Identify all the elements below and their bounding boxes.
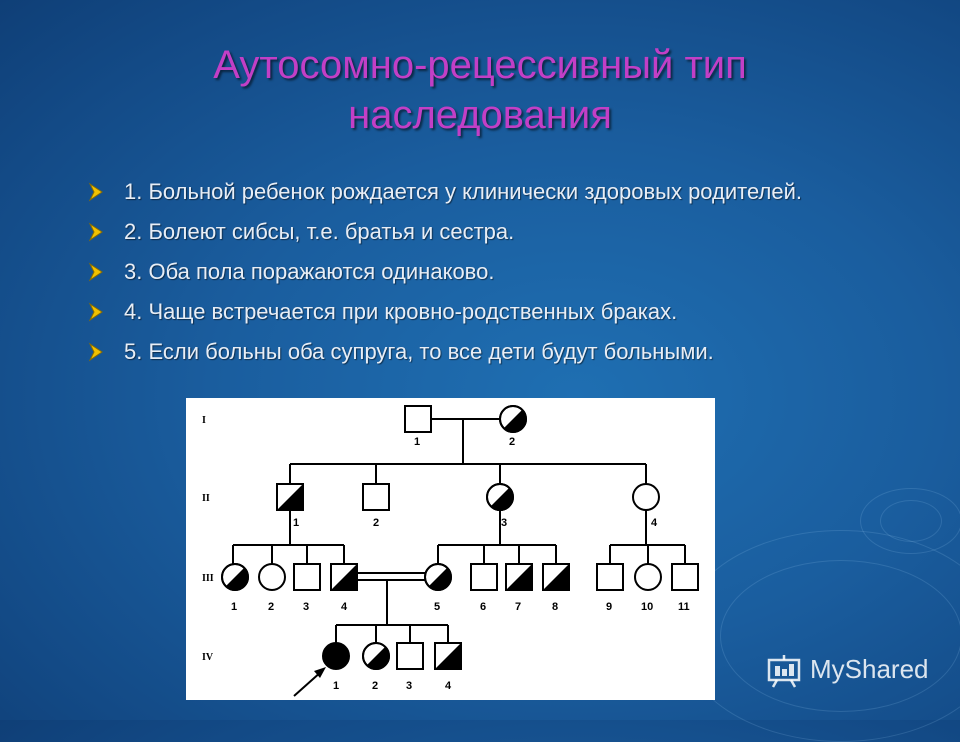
title-line-1: Аутосомно-рецессивный тип	[213, 43, 747, 87]
individual-number: 11	[678, 601, 690, 613]
bullet-item: 3. Оба пола поражаются одинаково.	[88, 256, 888, 288]
individual-IV-2: 2	[362, 642, 390, 692]
individual-II-1: 1	[276, 483, 304, 529]
individual-III-6: 6	[470, 563, 498, 613]
arrow-bullet-icon	[88, 342, 103, 362]
individual-II-3: 3	[486, 483, 514, 529]
individual-number: 1	[293, 517, 299, 529]
individual-number: 3	[406, 680, 412, 692]
title-line-2: наследования	[348, 93, 612, 137]
presentation-board-icon	[767, 655, 801, 688]
individual-number: 2	[268, 601, 274, 613]
pedigree-chart: I II III IV	[186, 398, 715, 700]
individual-number: 9	[606, 601, 612, 613]
individual-number: 2	[509, 436, 515, 448]
background-ripple	[680, 530, 960, 742]
individual-I-1: 1	[404, 405, 432, 448]
bullet-text: 4. Чаще встречается при кровно-родственн…	[124, 299, 678, 324]
generation-label-II: II	[202, 493, 210, 504]
individual-number: 7	[515, 601, 521, 613]
bullet-text: 1. Больной ребенок рождается у клиническ…	[124, 179, 802, 204]
individual-III-1: 1	[221, 563, 249, 613]
individual-number: 4	[651, 517, 658, 529]
watermark-text: MyShared	[810, 654, 929, 684]
arrow-bullet-icon	[88, 222, 103, 242]
individual-III-10: 10	[634, 563, 662, 613]
slide-title: Аутосомно-рецессивный тип наследования	[0, 40, 960, 140]
individual-III-8: 8	[542, 563, 570, 613]
arrow-bullet-icon	[88, 262, 103, 282]
individual-number: 10	[641, 601, 653, 613]
pedigree-lines	[232, 418, 686, 643]
individual-number: 3	[501, 517, 507, 529]
individual-IV-1: 1	[322, 642, 350, 692]
bullet-item: 5. Если больны оба супруга, то все дети …	[88, 336, 888, 368]
individual-III-11: 11	[671, 563, 699, 613]
individual-IV-3: 3	[396, 642, 424, 692]
individual-IV-4: 4	[434, 642, 462, 692]
individual-number: 3	[303, 601, 309, 613]
individual-I-2: 2	[499, 405, 527, 448]
individual-II-4: 4	[632, 483, 660, 529]
individual-III-2: 2	[258, 563, 286, 613]
bullet-item: 4. Чаще встречается при кровно-родственн…	[88, 296, 888, 328]
individual-number: 2	[372, 680, 378, 692]
individual-II-2: 2	[362, 483, 390, 529]
generation-label-I: I	[202, 415, 206, 426]
generation-label-IV: IV	[202, 652, 214, 663]
pedigree-svg: I II III IV	[202, 405, 699, 697]
generation-label-III: III	[202, 573, 214, 584]
individual-III-4: 4	[330, 563, 358, 613]
arrow-bullet-icon	[88, 182, 103, 202]
individual-number: 2	[373, 517, 379, 529]
individual-III-5: 5	[424, 563, 452, 613]
individual-number: 8	[552, 601, 558, 613]
individual-number: 1	[231, 601, 237, 613]
arrow-bullet-icon	[88, 302, 103, 322]
bullet-item: 1. Больной ребенок рождается у клиническ…	[88, 176, 888, 208]
individual-number: 1	[333, 680, 339, 692]
individual-number: 4	[341, 601, 348, 613]
individual-III-3: 3	[293, 563, 321, 613]
proband-arrow-icon	[293, 667, 326, 697]
individual-number: 4	[445, 680, 452, 692]
bullet-text: 2. Болеют сибсы, т.е. братья и сестра.	[124, 219, 515, 244]
individual-number: 6	[480, 601, 486, 613]
individual-number: 1	[414, 436, 420, 448]
bullet-item: 2. Болеют сибсы, т.е. братья и сестра.	[88, 216, 888, 248]
individual-number: 5	[434, 601, 440, 613]
bullet-text: 5. Если больны оба супруга, то все дети …	[124, 339, 714, 364]
individual-III-7: 7	[505, 563, 533, 613]
bullet-list: 1. Больной ребенок рождается у клиническ…	[88, 176, 888, 376]
individual-III-9: 9	[596, 563, 624, 613]
bullet-text: 3. Оба пола поражаются одинаково.	[124, 259, 495, 284]
